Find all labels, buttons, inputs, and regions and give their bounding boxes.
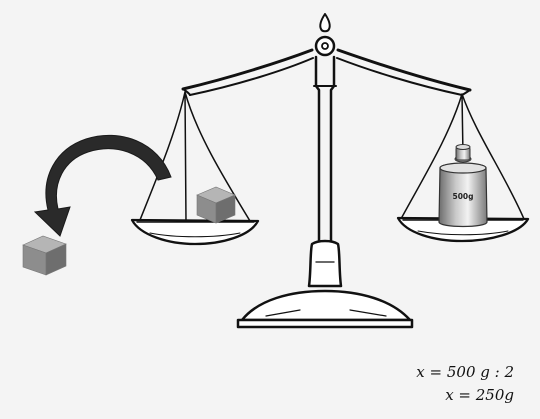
equation-line-2: x = 250g [445, 386, 514, 404]
scale-post [316, 57, 334, 240]
cube-on-pan-icon [197, 187, 235, 223]
left-pan [132, 220, 258, 244]
scale-finial [320, 14, 330, 31]
cube-removed-icon [23, 236, 66, 275]
weight-500g-icon: 500g [439, 145, 487, 227]
equation-line-1: x = 500 g : 2 [416, 363, 514, 381]
scale-neck [309, 241, 341, 286]
weight-label: 500g [452, 192, 473, 201]
